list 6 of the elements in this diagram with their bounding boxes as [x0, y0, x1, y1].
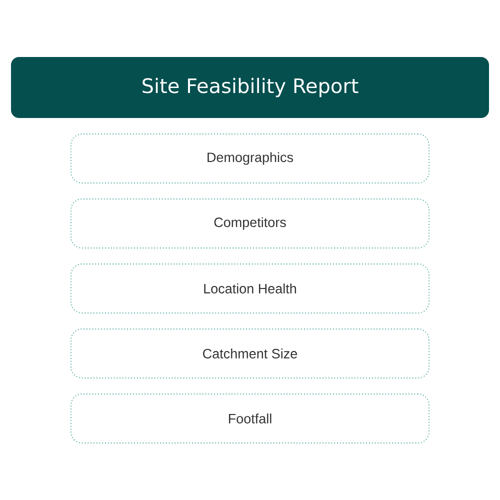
rounded-box: Location Health	[70, 264, 430, 314]
rounded-box: Competitors	[70, 198, 430, 248]
rounded-box: Demographics	[70, 134, 430, 184]
title-banner: Site Feasibility Report	[11, 57, 489, 118]
rounded-box: Catchment Size	[70, 328, 430, 378]
rounded-box: Footfall	[70, 394, 430, 444]
